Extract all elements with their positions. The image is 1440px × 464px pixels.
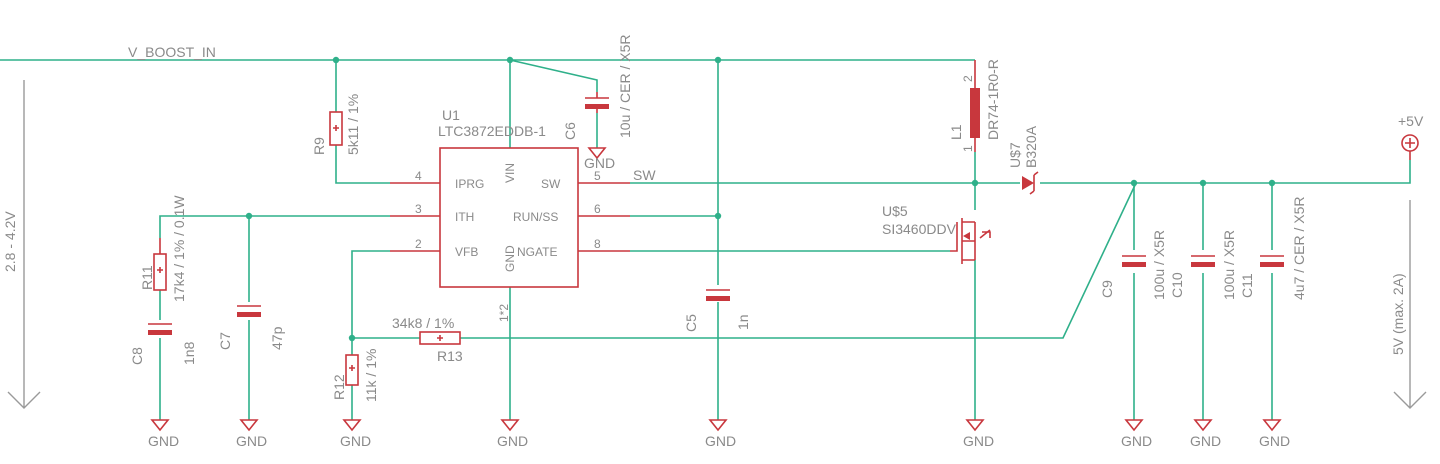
c11-value: 4u7 / CER / X5R [1291,197,1307,301]
gnd-label: GND [705,433,736,449]
resistor-r13[interactable]: 34k8 / 1% R13 [392,315,463,364]
ic-u1[interactable]: U1 LTC3872EDDB-1 IPRG ITH VFB SW RUN/SS … [390,107,630,322]
gnd-label-c6: GND [584,155,615,171]
u5-value: SI3460DDV [882,221,957,237]
c9-name: C9 [1099,280,1115,298]
c7-name: C7 [217,332,233,350]
diode-u7[interactable]: U$7 B320A [1007,125,1039,195]
l1-value: DR74-1R0-R [985,59,1001,140]
pin-label-vin: VIN [503,163,517,183]
capacitor-c9[interactable]: C9 100u / X5R [1099,230,1167,300]
gnd-label: GND [963,433,994,449]
inductor-l1[interactable]: 2 1 L1 DR74-1R0-R [948,59,1001,152]
pin-label-run-ss: RUN/SS [513,210,558,224]
u7-value: B320A [1023,125,1039,168]
c8-name: C8 [129,347,145,365]
gnd-symbol: GND [1259,419,1290,449]
r9-value: 5k11 / 1% [345,94,361,155]
net-label-v-boost-in: V_BOOST_IN [128,44,216,60]
c5-value: 1n [735,314,751,330]
c11-name: C11 [1239,273,1255,298]
junctions [245,56,1276,342]
r12-name: R12 [331,374,347,400]
capacitor-c7[interactable]: C7 47p [217,305,285,350]
c6-name: C6 [562,122,578,140]
pin-number-2: 2 [415,237,422,251]
gnd-label: GND [1121,433,1152,449]
r13-name: R13 [437,348,463,364]
r9-name: R9 [311,137,327,155]
pin-number-6: 6 [594,202,601,216]
pin-label-gnd: GND [503,245,517,272]
c6-value: 10u / CER / X5R [617,35,633,139]
capacitor-c10[interactable]: C10 100u / X5R [1169,230,1237,300]
u7-name: U$7 [1007,142,1023,168]
gnd-symbol: GND [1190,419,1221,449]
output-rating-arrow: 5V (max. 2A) [1390,200,1427,409]
pin-label-iprg: IPRG [455,177,484,191]
u5-name: U$5 [882,203,908,219]
input-range-arrow: 2.8 - 4.2V [2,80,41,409]
gnd-label: GND [236,433,267,449]
supply-5v-label: +5V [1398,113,1424,129]
r13-value: 34k8 / 1% [392,315,454,331]
c9-value: 100u / X5R [1151,230,1167,300]
net-label-sw: SW [633,167,656,183]
gnd-label: GND [1190,433,1221,449]
mosfet-u5[interactable]: U$5 SI3460DDV [882,203,991,264]
c8-value: 1n8 [181,341,197,365]
l1-name: L1 [948,124,964,140]
pin-label-sw: SW [541,177,561,191]
pin-number-3: 3 [415,202,422,216]
c7-value: 47p [269,326,285,350]
pin-label-ngate: NGATE [517,245,557,259]
pin-label-ith: ITH [455,210,474,224]
gnd-label: GND [497,433,528,449]
gnd-label: GND [1259,433,1290,449]
supply-5v-symbol[interactable]: +5V [1398,113,1424,160]
gnd-symbol: GND [236,419,267,449]
gnd-symbol: GND [705,419,736,449]
input-range-label: 2.8 - 4.2V [2,211,18,272]
pin-label-vfb: VFB [455,245,478,259]
pin-number-5: 5 [594,169,601,183]
c5-name: C5 [683,314,699,332]
c10-name: C10 [1169,272,1185,298]
pin-number-8: 8 [594,237,601,251]
output-rating-label: 5V (max. 2A) [1390,273,1406,355]
r11-value: 17k4 / 1% / 0.1W [171,195,187,302]
r11-name: R11 [139,265,155,290]
gnd-symbol: GND [497,419,528,449]
gnd-symbol: GND [963,419,994,449]
pin-number-4: 4 [415,169,422,183]
capacitor-c8[interactable]: C8 1n8 [129,323,197,365]
gnd-symbol: GND [1121,419,1152,449]
gnd-symbol-c6: GND [584,147,615,171]
ic-name: U1 [442,107,460,123]
pin-number-1-2: 1*2 [497,304,511,322]
c10-value: 100u / X5R [1221,230,1237,300]
gnd-symbol: GND [340,419,371,449]
l1-pin1: 1 [961,145,975,152]
resistor-r12[interactable]: R12 11k / 1% [331,349,379,402]
gnd-symbol: GND [148,419,179,449]
l1-pin2: 2 [961,75,975,82]
ic-value: LTC3872EDDB-1 [438,123,546,139]
r12-value: 11k / 1% [363,349,379,402]
capacitor-c6[interactable]: C6 10u / CER / X5R [562,35,633,141]
wires [0,59,1411,420]
resistor-r9[interactable]: R9 5k11 / 1% [311,94,361,155]
gnd-label: GND [340,433,371,449]
gnd-label: GND [148,433,179,449]
gnd-symbols: GND GND GND GND GND GND GND GND [148,419,1290,449]
capacitor-c5[interactable]: C5 1n [683,289,751,332]
resistor-r11[interactable]: R11 17k4 / 1% / 0.1W [139,195,187,302]
capacitor-c11[interactable]: C11 4u7 / CER / X5R [1239,197,1307,301]
